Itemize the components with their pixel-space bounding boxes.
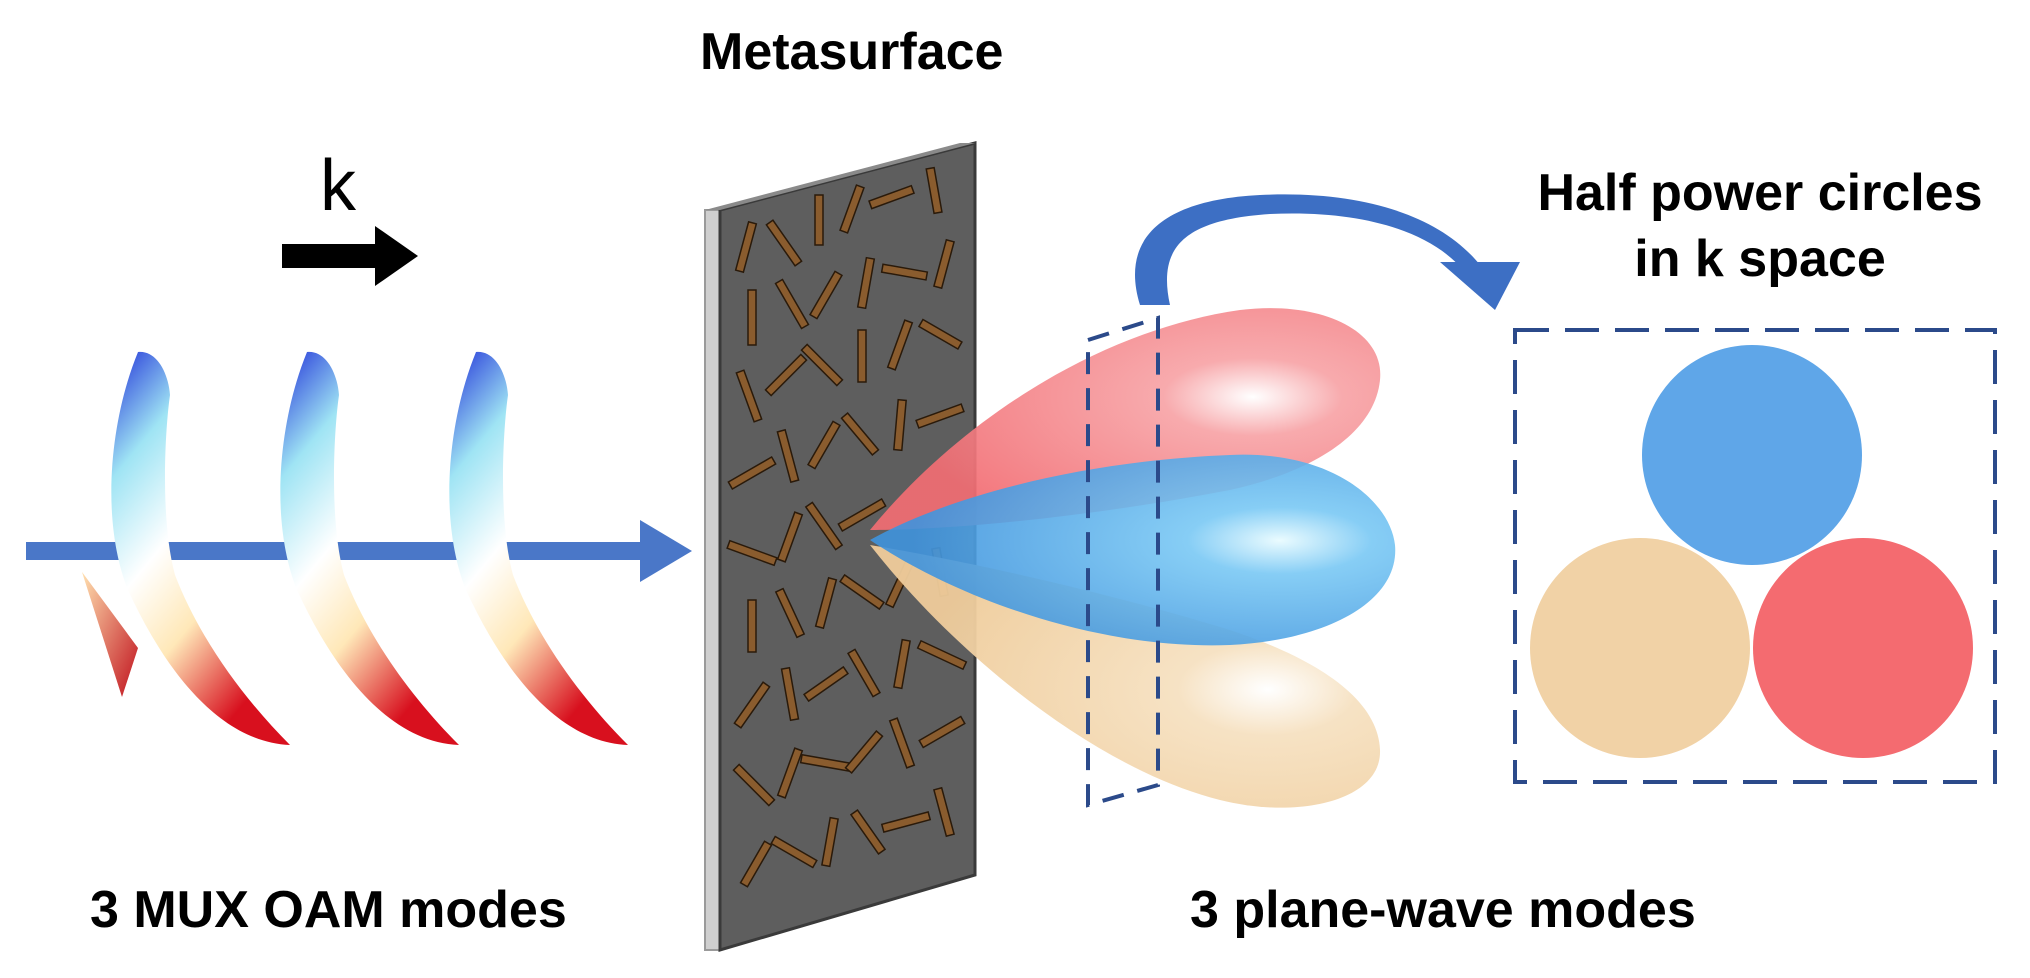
- k-space-box: [1513, 328, 1997, 784]
- beam-tan: [870, 545, 1381, 808]
- curved-arrow-icon: [1135, 194, 1520, 310]
- half-power-circle-red: [1753, 538, 1973, 758]
- half-power-circle-blue: [1642, 345, 1862, 565]
- half-power-label-line2: in k space: [1634, 230, 1886, 288]
- beam-blue: [870, 454, 1396, 646]
- helix-turn: [449, 351, 628, 745]
- half-power-label-line1: Half power circles: [1537, 164, 1983, 222]
- k-space-slice-plane: [1086, 315, 1160, 808]
- helix-turn: [280, 351, 459, 745]
- k-arrow-icon: [282, 226, 418, 286]
- helix-turn: [82, 351, 290, 745]
- wave-vector-label: k: [320, 146, 356, 226]
- metasurface-label: Metasurface: [700, 23, 1004, 81]
- oam-helix: [82, 351, 628, 745]
- half-power-circle-tan: [1530, 538, 1750, 758]
- metasurface-slab: [704, 141, 977, 953]
- input-modes-label: 3 MUX OAM modes: [90, 881, 567, 939]
- output-beams: [870, 308, 1396, 808]
- output-modes-label: 3 plane-wave modes: [1190, 881, 1696, 939]
- half-power-circles-label: Half power circles in k space: [1500, 160, 2020, 292]
